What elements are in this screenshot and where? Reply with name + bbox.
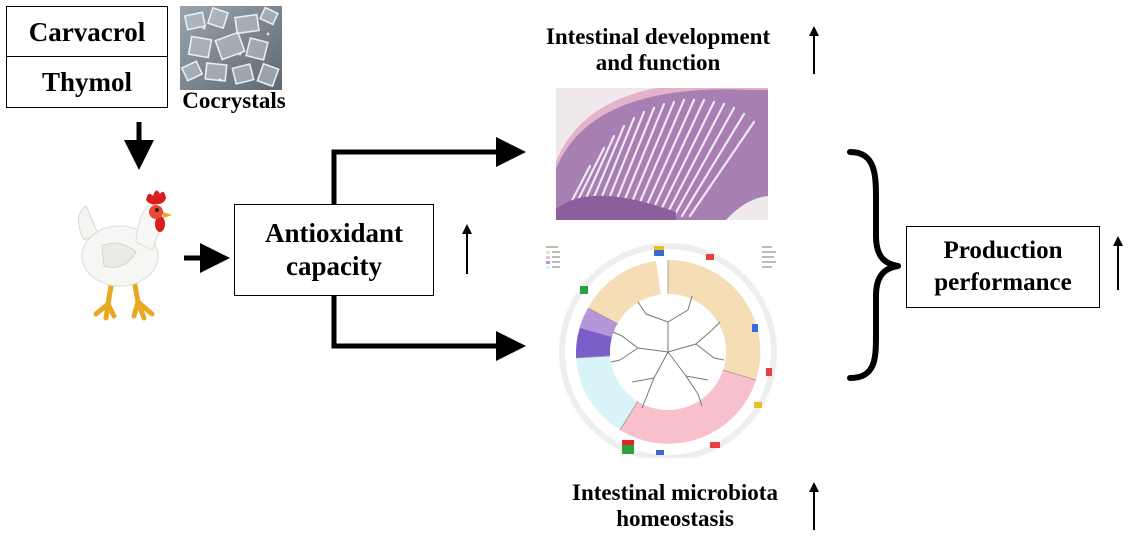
antioxidant-capacity-box: Antioxidant capacity [234, 204, 434, 296]
microbiota-legend-right [762, 246, 776, 268]
microbiota-line2: homeostasis [616, 505, 734, 531]
thymol-label: Thymol [41, 66, 133, 97]
arrow-antioxidant-to-development [331, 137, 526, 204]
intestinal-development-label: Intestinal development and function [508, 24, 808, 76]
intestinal-development-line1: Intestinal development [545, 24, 771, 49]
microbiota-homeostasis-label: Intestinal microbiota homeostasis [520, 480, 830, 532]
production-line1: Production [943, 236, 1063, 264]
production-line2: performance [934, 269, 1072, 296]
carvacrol-label: Carvacrol [28, 16, 146, 47]
intestinal-development-line2: and function [595, 49, 721, 75]
microbiota-legend-left [546, 246, 560, 269]
cocrystals-label: Cocrystals [182, 88, 286, 113]
microbiota-tree-image [540, 240, 780, 461]
arrow-antioxidant-to-microbiota [331, 296, 526, 361]
production-performance-box: Production performance [906, 226, 1100, 308]
thymol-box: Thymol [6, 56, 168, 108]
curly-brace [847, 149, 901, 381]
intestinal-histology-image [556, 88, 768, 220]
microbiota-outer-markers [580, 246, 772, 455]
antioxidant-line2: capacity [286, 251, 382, 281]
microbiota-line1: Intestinal microbiota [572, 480, 778, 505]
antioxidant-line1: Antioxidant [264, 218, 404, 249]
cocrystals-image [180, 6, 282, 90]
carvacrol-box: Carvacrol [6, 6, 168, 58]
broiler-chicken-image [68, 180, 178, 322]
